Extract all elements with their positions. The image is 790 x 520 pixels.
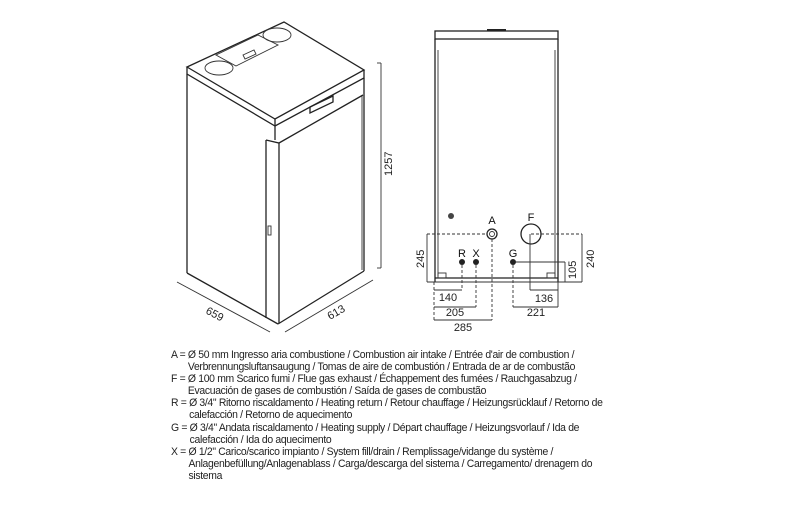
legend-key: R = [171,397,190,410]
legend-key: G = [171,421,190,434]
dim-221: 221 [527,307,545,319]
dim-height: 1257 [383,152,395,176]
dim-240: 240 [585,250,597,268]
legend-text: Ø 1/2" Carico/scarico impianto / System … [188,445,593,482]
label-X: X [472,248,480,260]
legend-key: X = [171,445,189,458]
screw-icon [448,213,454,219]
legend-text: Ø 100 mm Scarico fumi / Flue gas exhaust… [187,373,577,398]
control-display [309,94,334,115]
label-A: A [488,215,496,227]
air-intake-top [204,60,234,76]
label-G: G [509,248,518,260]
legend-item-G: G = Ø 3/4" Andata riscaldamento / Heatin… [171,422,617,446]
legend-text: Ø 3/4" Andata riscaldamento / Heating su… [189,421,580,446]
dim-205: 205 [446,307,464,319]
dim-140: 140 [439,292,457,304]
legend-text: Ø 3/4" Ritorno riscaldamento / Heating r… [189,397,603,422]
dim-285: 285 [454,322,472,334]
flue-top [262,27,292,43]
dim-245: 245 [415,250,427,268]
connection-R [459,259,465,265]
dim-136: 136 [535,293,553,305]
legend-item-X: X = Ø 1/2" Carico/scarico impianto / Sys… [171,446,617,482]
boiler-front-view: A F R X G 245 240 105 140 205 285 136 22… [415,29,597,334]
connection-X [473,259,479,265]
top-panel [215,34,280,67]
dim-105: 105 [567,261,579,279]
legend-text: Ø 50 mm Ingresso aria combustione / Comb… [187,349,576,374]
boiler-iso-view: 659 613 1257 [176,21,395,333]
label-F: F [528,212,535,224]
legend-key: F = [171,373,188,386]
connection-A [486,228,498,240]
dim-depth: 659 [204,305,226,324]
legend-item-R: R = Ø 3/4" Ritorno riscaldamento / Heati… [171,397,617,421]
legend-item-F: F = Ø 100 mm Scarico fumi / Flue gas exh… [171,373,617,397]
connection-G [510,259,516,265]
door-handle [267,225,272,236]
legend-item-A: A = Ø 50 mm Ingresso aria combustione / … [171,349,617,373]
label-R: R [458,248,466,260]
legend-key: A = [171,349,188,361]
connections-legend: A = Ø 50 mm Ingresso aria combustione / … [171,349,603,482]
